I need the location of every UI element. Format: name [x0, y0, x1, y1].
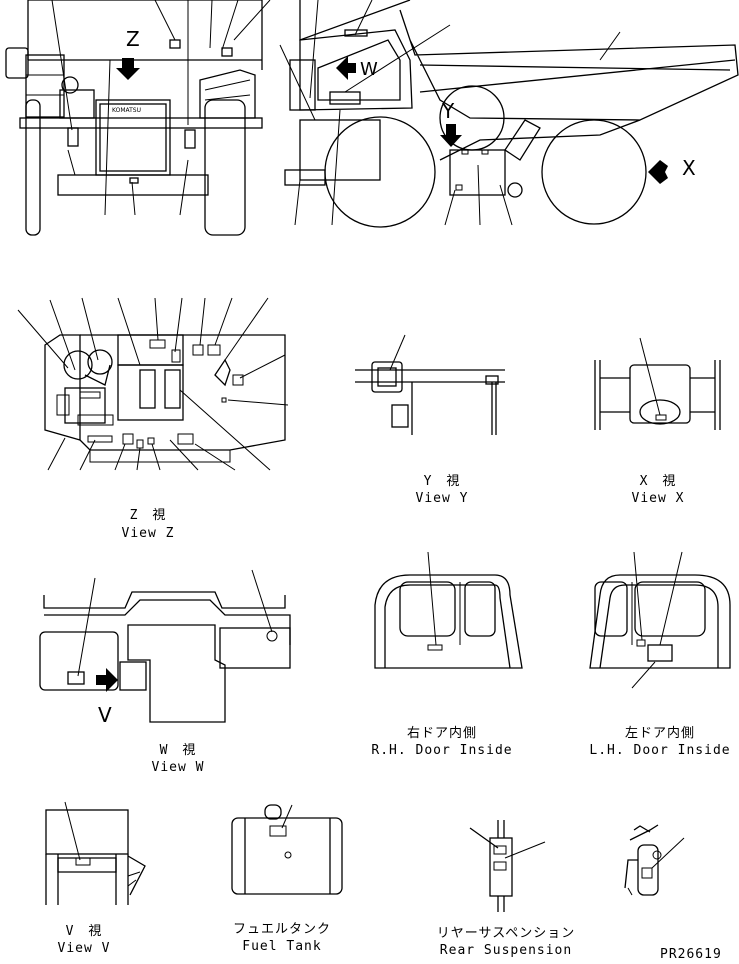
decal	[461, 149, 469, 155]
decal	[655, 414, 667, 421]
view-y-caption-en: View Y	[415, 491, 469, 506]
view-v-drawing	[45, 801, 146, 905]
decal	[493, 861, 507, 871]
decal	[184, 129, 196, 149]
decal	[77, 414, 114, 426]
arrow-x-letter: X	[682, 156, 696, 180]
rh-door-caption-en: R.H. Door Inside	[371, 743, 513, 758]
decal	[493, 845, 507, 855]
arrow-v-letter: V	[98, 703, 112, 727]
decal	[136, 439, 144, 449]
decal	[164, 369, 181, 409]
komatsu-nameplate: KOMATSU	[112, 107, 141, 114]
rh-door-caption-jp: 右ドア内側	[406, 726, 478, 741]
lh-door-caption-jp: 左ドア内側	[624, 726, 696, 741]
decal	[56, 394, 70, 416]
view-x-caption-jp: X 視	[639, 474, 677, 489]
decal	[129, 177, 139, 184]
view-y-drawing	[355, 334, 505, 435]
truck-side-view: W Y X	[279, 0, 739, 228]
arrow-w	[336, 56, 356, 80]
decal	[147, 437, 155, 445]
arrow-y	[440, 124, 462, 147]
decal	[481, 149, 489, 155]
decal	[455, 184, 463, 191]
decal	[169, 39, 181, 49]
decal	[232, 374, 244, 386]
decal	[87, 435, 113, 443]
arrow-y-letter: Y	[441, 99, 455, 123]
decal	[79, 391, 101, 399]
decal	[67, 671, 85, 685]
rh-door-drawing	[374, 551, 523, 669]
view-x-drawing	[594, 337, 721, 430]
view-z-caption-en: View Z	[121, 526, 175, 541]
decal	[636, 639, 646, 647]
decal	[171, 349, 181, 363]
view-v-caption-en: View V	[57, 941, 111, 956]
fuel-tank-drawing	[231, 804, 343, 895]
arrow-v	[96, 668, 118, 692]
lh-door-drawing	[589, 551, 731, 689]
rear-suspension-caption-jp: リヤーサスペンション	[436, 926, 576, 941]
view-z-caption-jp: Z 視	[129, 508, 167, 523]
arrow-w-letter: W	[360, 59, 378, 80]
rear-suspension-drawing	[469, 820, 546, 912]
arrow-x	[648, 160, 668, 184]
decal	[192, 344, 204, 356]
decal	[177, 433, 194, 445]
fuel-tank-caption-jp: フュエルタンク	[232, 922, 332, 937]
decal	[391, 404, 409, 428]
decal	[122, 433, 134, 445]
decal	[221, 397, 227, 403]
view-w-drawing: V	[39, 569, 291, 727]
decal	[207, 344, 221, 356]
view-z-drawing	[17, 297, 289, 471]
truck-front-view: KOMATSU Z	[5, 0, 271, 236]
arrow-z-letter: Z	[126, 27, 140, 51]
decal	[67, 127, 79, 147]
arrow-z	[116, 58, 140, 80]
lh-door-caption-en: L.H. Door Inside	[589, 743, 731, 758]
view-w-caption-jp: W 視	[159, 743, 197, 758]
decal	[641, 867, 653, 879]
decal	[139, 369, 156, 409]
view-v-caption-jp: V 視	[65, 924, 103, 939]
decal	[269, 825, 287, 837]
decal	[149, 339, 166, 349]
decal	[221, 47, 233, 57]
view-x-caption-en: View X	[631, 491, 685, 506]
decal	[119, 661, 147, 691]
decal	[377, 367, 397, 387]
decal	[647, 644, 673, 662]
view-w-caption-en: View W	[151, 760, 205, 775]
rear-suspension-caption-en: Rear Suspension	[439, 943, 573, 958]
fire-extinguisher-drawing	[624, 824, 685, 896]
decal	[75, 857, 91, 866]
fuel-tank-caption-en: Fuel Tank	[242, 939, 322, 954]
figure-code: PR26619	[660, 947, 722, 962]
view-y-caption-jp: Y 視	[423, 474, 461, 489]
decal	[427, 644, 443, 651]
